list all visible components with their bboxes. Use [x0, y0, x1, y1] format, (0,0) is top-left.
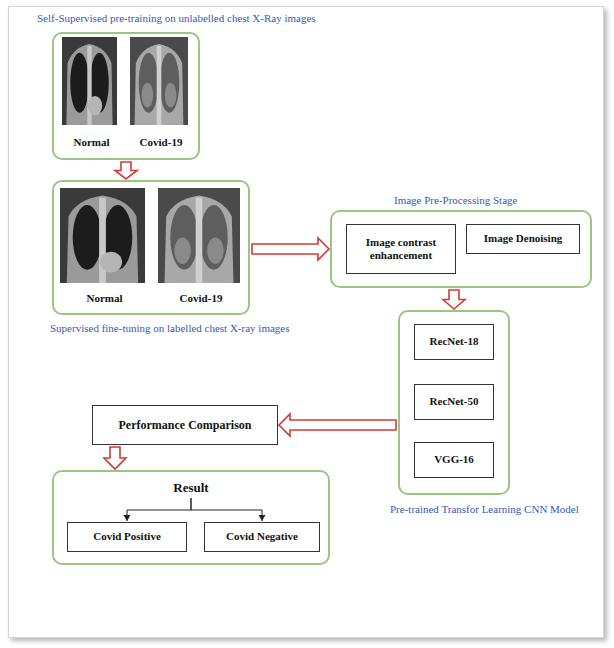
model-group: Pre-trained Transfor Learning CNN ModelR…: [398, 310, 510, 495]
image-label: Normal: [59, 136, 124, 148]
xray-image: [62, 37, 117, 125]
image-label: Covid-19: [127, 136, 195, 148]
result-group: ResultCovid Positive Covid Negative: [52, 470, 330, 565]
box-label: Covid Positive: [93, 530, 161, 543]
xray-image: [158, 188, 240, 283]
xray-image: [60, 188, 145, 283]
block-arrow: [104, 447, 126, 469]
box-label: Covid Negative: [226, 530, 298, 543]
block-arrow: [252, 238, 329, 260]
box-label: VGG-16: [434, 453, 474, 466]
model-box: RecNet-50: [414, 384, 494, 420]
box-label: Image Denoising: [484, 232, 563, 245]
box-label: Performance Comparison: [119, 418, 252, 432]
block-arrow: [115, 162, 137, 179]
branch-arrow: [124, 498, 192, 521]
model-box: RecNet-18: [414, 324, 494, 360]
group-heading: Self-Supervised pre-training on unlabell…: [37, 12, 316, 24]
process-box: Image contrast enhancement: [346, 224, 456, 274]
box-label: Image contrast enhancement: [353, 236, 449, 262]
image-label: Normal: [57, 292, 152, 304]
box-label: RecNet-18: [430, 335, 479, 348]
model-box: VGG-16: [414, 442, 494, 478]
image-label: Covid-19: [155, 292, 247, 304]
preprocessing-group: Image Pre-Processing StageImage contrast…: [330, 210, 592, 288]
group-caption: Supervised fine-tuning on labelled chest…: [50, 322, 290, 334]
process-box: Image Denoising: [466, 224, 580, 254]
outcome-box: Covid Negative: [204, 522, 320, 552]
result-heading: Result: [54, 480, 328, 496]
group-heading: Image Pre-Processing Stage: [394, 194, 517, 206]
branch-arrow: [191, 498, 266, 521]
box-label: RecNet-50: [430, 395, 479, 408]
block-arrow: [279, 414, 396, 436]
outcome-box: Covid Positive: [67, 522, 187, 552]
xray-image: [130, 37, 188, 125]
process-box: Performance Comparison: [92, 405, 278, 445]
block-arrow: [443, 290, 465, 309]
group-caption: Pre-trained Transfor Learning CNN Model: [390, 503, 579, 515]
pretraining-group: Self-Supervised pre-training on unlabell…: [52, 32, 200, 160]
finetuning-group: NormalCovid-19Supervised fine-tuning on …: [52, 180, 250, 315]
